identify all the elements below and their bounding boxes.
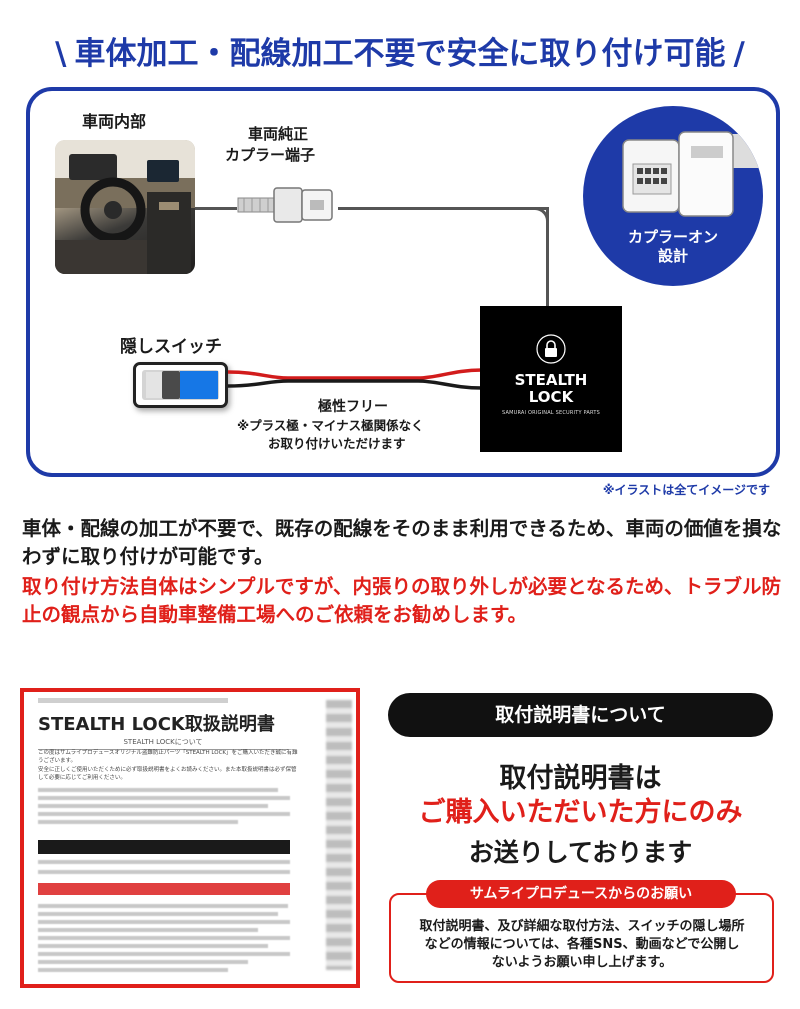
coupler-terminal-label-line2: カプラー端子: [225, 146, 316, 164]
wire-coupler-to-unit: [338, 207, 548, 210]
polarity-free-label: 極性フリー: [318, 399, 388, 415]
blurred-line: [38, 952, 290, 956]
blurred-warning-bar: [38, 883, 290, 895]
coupler-on-line1: カプラーオン: [627, 228, 718, 246]
polarity-note-line2: お取り付けいただけます: [268, 436, 406, 451]
manual-intro-line2: 安全に正しくご使用いただくために必ず取扱説明書をよくお読みください。また本取扱説…: [38, 767, 297, 781]
headline-slash-right: /: [733, 36, 745, 72]
wire-down-to-unit: [546, 207, 549, 307]
notice-line1: 取付説明書、及び詳細な取付方法、スイッチの隠し場所: [419, 919, 745, 934]
toggle-switch-icon: [142, 370, 219, 400]
blurred-line: [38, 904, 288, 908]
manual-info-line2: ご購入いただいた方にのみ: [418, 797, 743, 828]
wire-harness-icon: [622, 131, 763, 217]
blurred-line: [38, 920, 290, 924]
blurred-line: [38, 912, 278, 916]
blurred-line: [38, 820, 238, 824]
notice-pill: サムライプロデュースからのお願い: [426, 880, 736, 908]
lock-icon: [536, 334, 566, 364]
stealth-lock-title: STEALTH LOCK: [514, 371, 588, 406]
hidden-switch: [133, 362, 228, 408]
polarity-note-line1: ※プラス極・マイナス極関係なく: [237, 418, 424, 433]
coupler-terminal-label-line1: 車両純正: [248, 125, 309, 143]
car-interior-illustration: [55, 140, 195, 274]
manual-info-line3: お送りしております: [468, 838, 693, 867]
blurred-table-header: [38, 840, 290, 854]
blurred-line: [38, 968, 228, 972]
blurred-line: [38, 796, 290, 800]
blurred-line: [38, 860, 290, 864]
manual-sub: STEALTH LOCKについて: [38, 737, 288, 750]
notice-box: [389, 893, 774, 983]
manual-intro-line1: この度はサムライプロデュースオリジナル盗難防止パーツ「STEALTH LOCK」…: [38, 750, 298, 764]
description-paragraph: 車体・配線の加工が不要で、既存の配線をそのまま利用できるため、車両の価値を損なわ…: [22, 517, 782, 568]
blurred-line: [38, 936, 290, 940]
car-interior-label: 車両内部: [82, 112, 147, 131]
coupler-on-line2: 設計: [657, 247, 688, 265]
manual-title: STEALTH LOCK取扱説明書: [38, 714, 275, 735]
stealth-lock-sub: SAMURAI ORIGINAL SECURITY PARTS: [502, 410, 600, 416]
manual-info-line1: 取付説明書は: [499, 763, 662, 794]
blurred-side-page: [326, 700, 352, 970]
illustration-note: ※イラストは全てイメージです: [602, 483, 770, 497]
manual-info-pill: 取付説明書について: [388, 693, 773, 737]
headline-slash-left: \: [55, 36, 67, 72]
headline-text: 車体加工・配線加工不要で安全に取り付け可能: [74, 36, 726, 72]
notice-text: 取付説明書、及び詳細な取付方法、スイッチの隠し場所 などの情報については、各種S…: [396, 918, 768, 972]
wire-corner: [530, 207, 549, 226]
manual-header-line: [38, 698, 228, 703]
manual-preview: STEALTH LOCK取扱説明書 STEALTH LOCKについて この度はサ…: [20, 688, 360, 988]
coupler-on-badge: カプラーオン 設計: [583, 106, 763, 286]
hidden-switch-label: 隠しスイッチ: [120, 337, 222, 357]
coupler-connector-icon: [237, 187, 333, 223]
stealth-lock-unit: STEALTH LOCK SAMURAI ORIGINAL SECURITY P…: [480, 306, 622, 452]
switch-wires: [228, 368, 482, 390]
blurred-line: [38, 944, 268, 948]
blurred-line: [38, 960, 248, 964]
blurred-line: [38, 788, 278, 792]
car-interior-photo: [55, 140, 195, 274]
installation-warning-paragraph: 取り付け方法自体はシンプルですが、内張りの取り外しが必要となるため、トラブル防止…: [22, 575, 781, 626]
blurred-line: [38, 928, 258, 932]
blurred-line: [38, 812, 290, 816]
notice-line2: などの情報については、各種SNS、動画などで公開し: [424, 937, 740, 952]
page-headline: \車体加工・配線加工不要で安全に取り付け可能/: [0, 28, 800, 73]
notice-line3: ないようお願い申し上げます。: [491, 955, 673, 970]
blurred-line: [38, 804, 268, 808]
blurred-line: [38, 870, 290, 874]
wire-car-to-coupler: [195, 207, 237, 210]
